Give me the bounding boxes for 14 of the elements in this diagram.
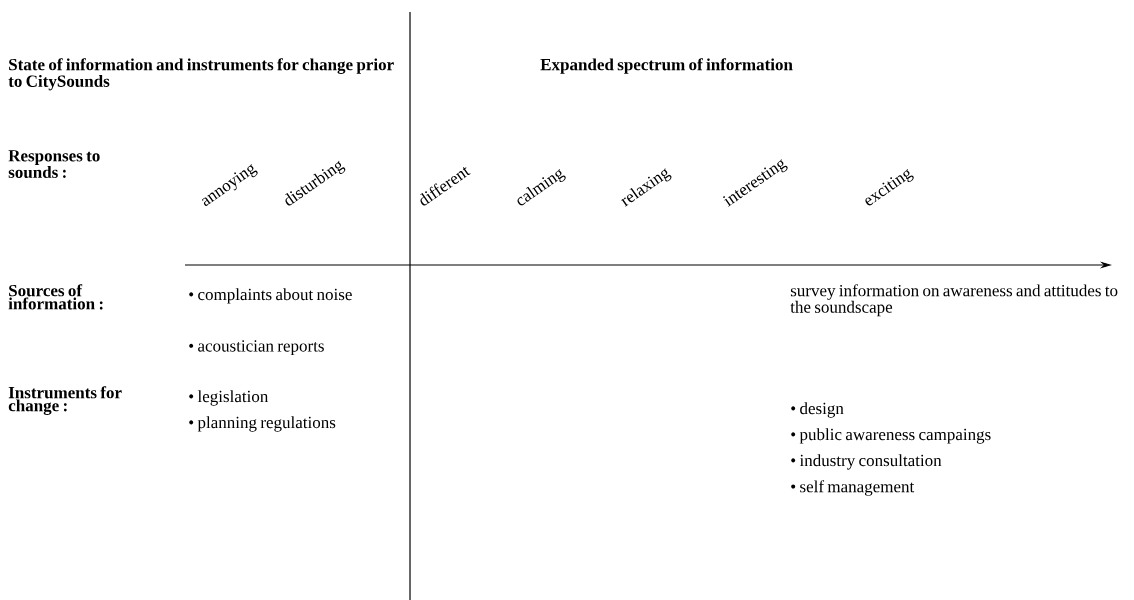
list-item: • public awareness campaings [791,428,991,444]
row-label: Instruments for change : [8,386,122,415]
heading: State of information and instruments for change prior to CitySounds [8,58,394,91]
list-item: • design [791,402,844,418]
list-item: • complaints about noise [189,288,352,304]
note-text: survey information on awareness and attitudes to the soundscape [790,284,1118,317]
list-item: • self management [791,480,915,496]
heading: Expanded spectrum of information [540,58,793,74]
list-item: • industry consultation [791,454,942,470]
list-item: • acoustician reports [189,340,324,356]
row-label: Responses to sounds : [8,150,100,178]
list-item: • legislation [189,390,269,406]
list-item: • planning regulations [189,416,336,432]
row-label: Sources of information : [8,284,103,310]
